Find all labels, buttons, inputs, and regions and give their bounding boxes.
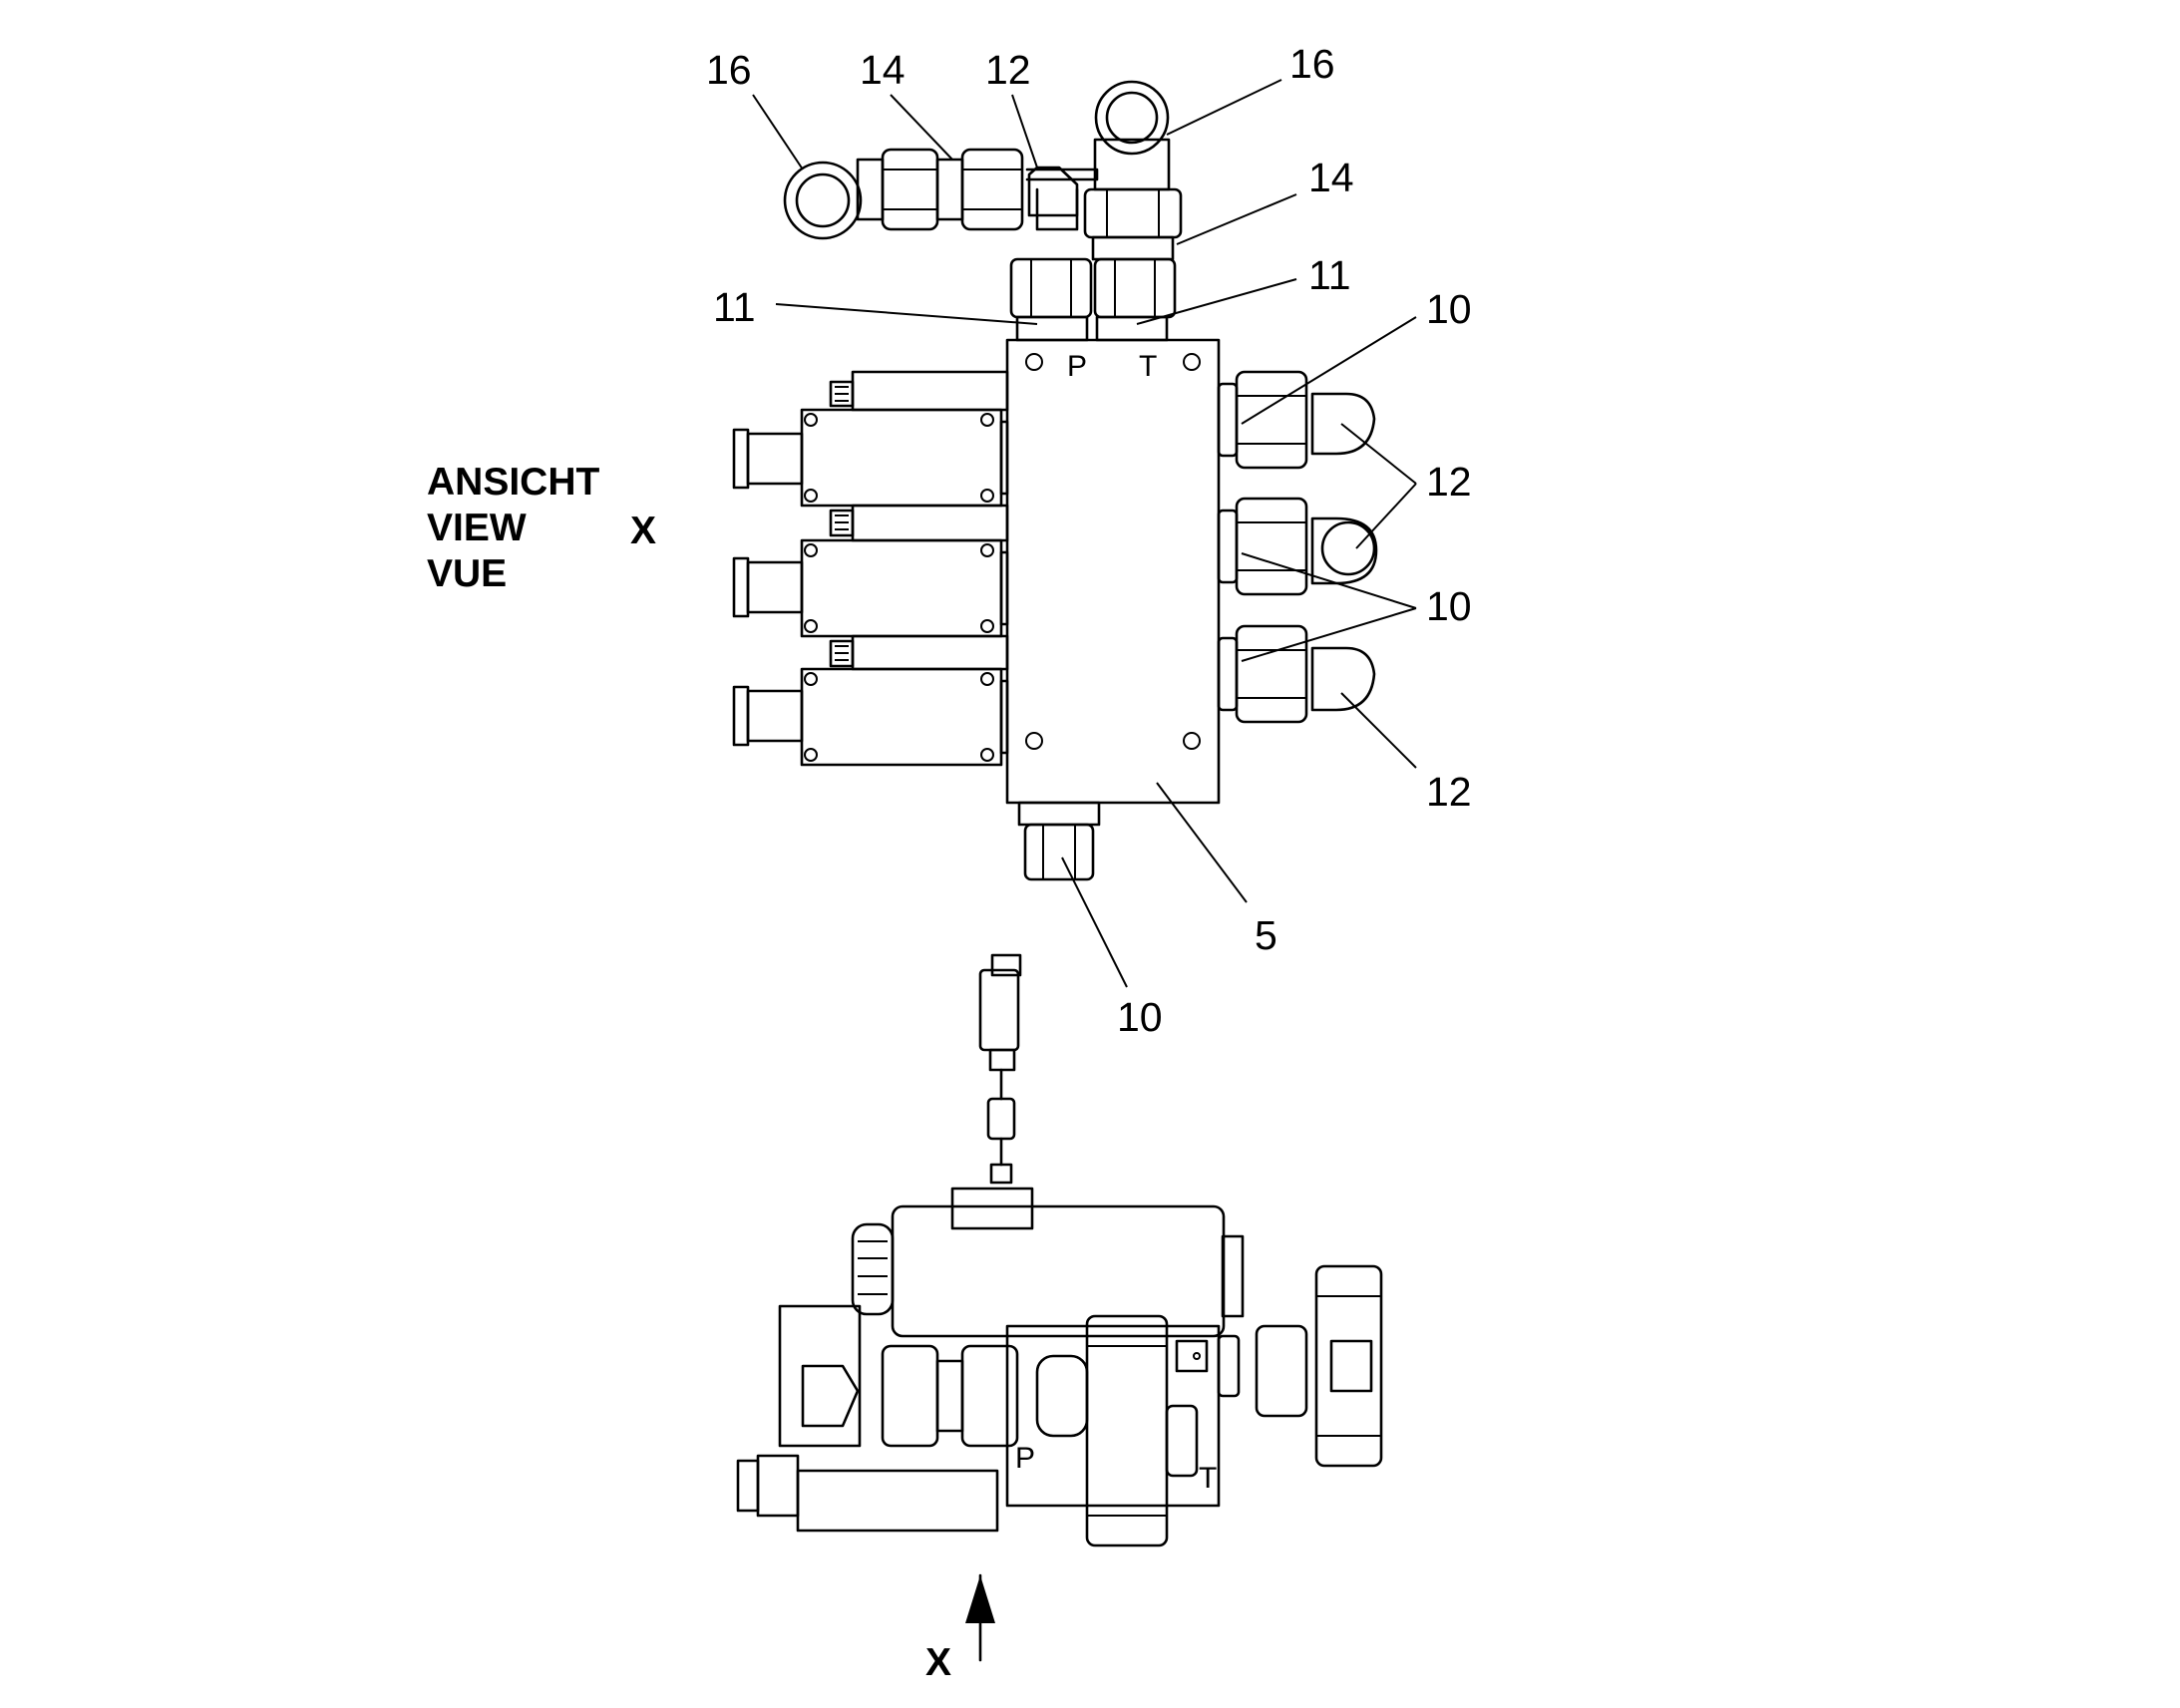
top-port-fittings	[783, 80, 1183, 342]
callout-11-left: 11	[713, 284, 756, 330]
callout-12-top: 12	[985, 47, 1031, 93]
lower-view	[736, 953, 1383, 1547]
right-fittings	[1217, 370, 1378, 724]
port-t-lower: T	[1199, 1462, 1217, 1495]
callout-12-mid: 12	[1426, 459, 1472, 505]
callout-11-right: 11	[1308, 252, 1351, 298]
port-p-upper: P	[1067, 350, 1087, 383]
callout-10-bottom: 10	[1117, 994, 1163, 1040]
port-t-upper: T	[1139, 350, 1157, 383]
view-label-line2: VIEW	[427, 507, 527, 549]
callout-16-left: 16	[706, 47, 752, 93]
lower-valve-block	[1005, 1324, 1221, 1508]
callout-5: 5	[1255, 912, 1277, 958]
solenoid-valve-2	[732, 504, 1009, 638]
view-arrow	[965, 1573, 995, 1662]
view-label-line1: ANSICHT	[427, 461, 600, 504]
callout-10-top: 10	[1426, 286, 1472, 332]
port-p-lower: P	[1015, 1442, 1035, 1475]
block-hole-br	[1183, 732, 1201, 750]
callout-leaders	[752, 79, 1417, 988]
block-hole-tr	[1183, 353, 1201, 371]
callout-14-left: 14	[860, 47, 906, 93]
solenoid-valve-1	[732, 370, 1009, 508]
view-label-line3: VUE	[427, 552, 507, 595]
block-hole-bl	[1025, 732, 1043, 750]
lower-solenoid	[891, 1204, 1226, 1338]
callout-14-right: 14	[1308, 155, 1354, 200]
view-arrow-letter: X	[925, 1641, 951, 1684]
callout-12-low: 12	[1426, 769, 1472, 815]
callout-16-right: 16	[1289, 41, 1335, 87]
view-label-letter: X	[630, 510, 656, 552]
block-hole-tl	[1025, 353, 1043, 371]
solenoid-valve-3	[732, 634, 1009, 767]
pressure-sensor	[978, 953, 1022, 1185]
bottom-fitting	[1017, 801, 1101, 881]
callout-10-mid: 10	[1426, 583, 1472, 629]
